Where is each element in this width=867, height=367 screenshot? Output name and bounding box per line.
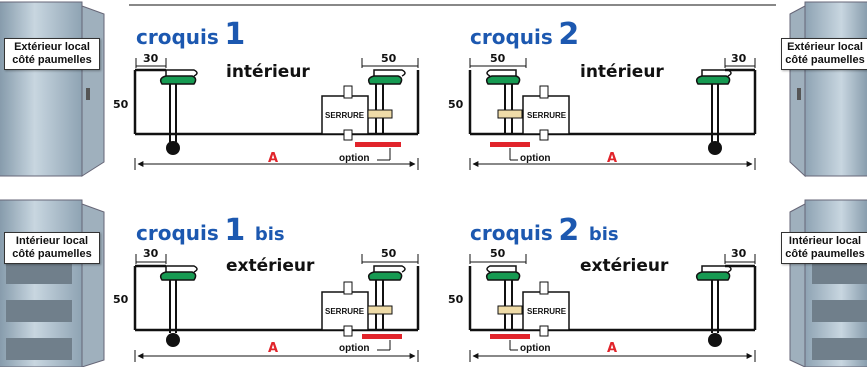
dim-a: A <box>607 151 618 166</box>
title-number: 1 <box>224 213 246 248</box>
sketch-2-bis-title: croquis 2 bis <box>470 216 619 246</box>
lock-label: SERRURE <box>325 307 365 316</box>
label-int-bottom-left: Intérieur local côté paumelles <box>4 232 100 264</box>
dim-a: A <box>607 341 618 356</box>
label-line-2: côté paumelles <box>12 248 92 260</box>
option-label: option <box>520 343 551 354</box>
title-word: croquis <box>136 221 219 245</box>
dim-right: 30 <box>731 52 747 65</box>
door-top-left <box>0 1 105 177</box>
sketch-2-bis <box>468 254 757 362</box>
dim-height: 50 <box>448 98 464 111</box>
label-ext-top-right: Extérieur local côté paumelles <box>781 38 867 70</box>
option-label: option <box>520 153 551 164</box>
title-word: croquis <box>470 25 553 49</box>
side-label: intérieur <box>226 62 310 82</box>
lock-label: SERRURE <box>527 307 567 316</box>
sketch-1-title: croquis 1 <box>136 20 245 50</box>
door-bottom-left <box>0 199 105 367</box>
dim-left: 50 <box>490 247 506 260</box>
sketch-1-bis-title: croquis 1 bis <box>136 216 285 246</box>
dim-left: 30 <box>143 52 159 65</box>
label-line-1: Extérieur local <box>787 41 863 53</box>
side-label: extérieur <box>226 256 315 276</box>
sketch-2-title: croquis 2 <box>470 20 579 50</box>
door-bottom-right <box>789 199 867 367</box>
option-label: option <box>339 153 370 164</box>
title-number: 2 <box>558 17 580 52</box>
title-bis: bis <box>254 224 285 245</box>
sketch-1-bis <box>133 254 420 362</box>
dim-right: 50 <box>381 52 397 65</box>
dim-left: 50 <box>490 52 506 65</box>
label-int-bottom-right: Intérieur local côté paumelles <box>781 232 867 264</box>
dim-a: A <box>268 341 279 356</box>
dim-height: 50 <box>113 293 129 306</box>
side-label: extérieur <box>580 256 669 276</box>
label-line-1: Extérieur local <box>14 41 90 53</box>
door-top-right <box>789 1 867 178</box>
sketch-2 <box>468 58 757 170</box>
lock-label: SERRURE <box>527 111 567 120</box>
label-line-2: côté paumelles <box>785 248 865 260</box>
title-word: croquis <box>470 221 553 245</box>
dim-a: A <box>268 151 279 166</box>
title-word: croquis <box>136 25 219 49</box>
label-line-1: Intérieur local <box>788 235 862 247</box>
dim-left: 30 <box>143 247 159 260</box>
title-number: 1 <box>224 17 246 52</box>
side-label: intérieur <box>580 62 664 82</box>
lock-label: SERRURE <box>325 111 365 120</box>
title-number: 2 <box>558 213 580 248</box>
title-bis: bis <box>588 224 619 245</box>
dim-height: 50 <box>113 98 129 111</box>
sketch-1 <box>133 58 420 170</box>
label-line-1: Intérieur local <box>15 235 89 247</box>
label-line-2: côté paumelles <box>12 54 92 66</box>
dim-right: 50 <box>381 247 397 260</box>
label-ext-top-left: Extérieur local côté paumelles <box>4 38 100 70</box>
dim-right: 30 <box>731 247 747 260</box>
option-label: option <box>339 343 370 354</box>
dim-height: 50 <box>448 293 464 306</box>
label-line-2: côté paumelles <box>785 54 865 66</box>
